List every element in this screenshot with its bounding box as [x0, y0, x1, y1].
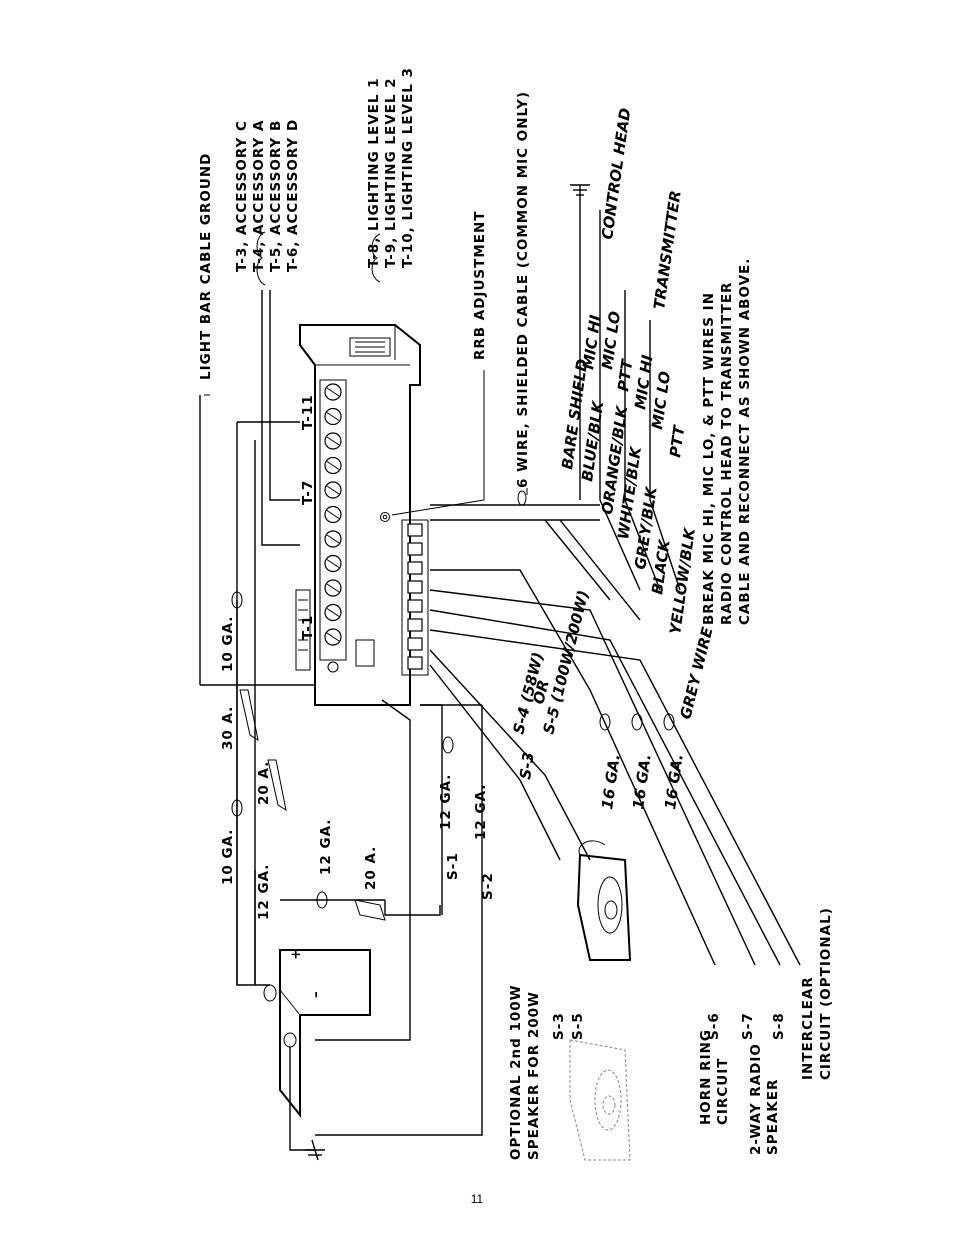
label-radio1: 2-WAY RADIO [748, 1043, 764, 1155]
label-s2: S-2 [480, 872, 496, 900]
label-12ga-c: 12 GA. [438, 774, 454, 830]
ground-stud [327, 661, 339, 673]
label-horn1: HORN RING [698, 1029, 714, 1125]
terminal-slot [326, 559, 340, 568]
block-terminal [407, 599, 423, 613]
block-terminal [407, 618, 423, 632]
block-terminal [407, 637, 423, 651]
speaker-optional [569, 1039, 631, 1161]
label-inter2: CIRCUIT (OPTIONAL) [818, 907, 834, 1080]
label-t5: T-5, ACCESSORY B [268, 120, 284, 272]
terminal-slot [326, 608, 340, 617]
terminal-slot [326, 510, 340, 519]
terminal-slot [326, 632, 340, 642]
block-terminal [407, 580, 423, 594]
label-t4: T-4, ACCESSORY A [251, 120, 267, 272]
label-t10: T-10, LIGHTING LEVEL 3 [400, 67, 416, 268]
label-opt2: SPEAKER FOR 200W [526, 991, 542, 1160]
label-20a-b: 20 A. [363, 846, 379, 890]
hand-s3: S-3 [516, 751, 538, 781]
label-t6: T-6, ACCESSORY D [285, 119, 301, 272]
terminal-slot [326, 412, 340, 421]
brackets [256, 231, 381, 286]
control-unit [295, 324, 421, 706]
terminal-slot [326, 534, 340, 544]
label-t7: T-7 [300, 480, 316, 505]
block-terminal [407, 656, 423, 670]
hand-control-head: CONTROL HEAD [598, 107, 634, 241]
fuses-connectors [231, 490, 675, 921]
wiring [199, 184, 801, 1161]
label-10ga-b: 10 GA. [220, 829, 236, 885]
block-terminal [407, 542, 423, 556]
page-number: 11 [470, 1192, 484, 1206]
label-radio2: SPEAKER [765, 1079, 781, 1155]
label-s1: S-1 [445, 852, 461, 880]
label-arrows [204, 370, 528, 516]
block-terminal [407, 523, 423, 537]
label-opt1: OPTIONAL 2nd 100W [508, 984, 524, 1160]
hand-s5: S-5 (100W/200W) [539, 588, 592, 736]
label-12ga-d: 12 GA. [473, 784, 489, 840]
battery [263, 949, 371, 1118]
label-s7: S-7 [740, 1012, 756, 1040]
label-s8: S-8 [771, 1012, 787, 1040]
relay-block [355, 639, 375, 667]
label-12ga-b: 12 GA. [318, 819, 334, 875]
label-t1: T-1 [300, 615, 316, 640]
rrb-adjust-screw-center [382, 514, 388, 520]
rrb-adjust-screw [380, 512, 390, 522]
label-plus: + [288, 948, 304, 960]
hand-16ga-b: 16 GA. [629, 753, 655, 811]
label-rrb: RRB ADJUSTMENT [472, 210, 488, 360]
label-10ga-a: 10 GA. [220, 616, 236, 672]
label-t9: T-9, LIGHTING LEVEL 2 [383, 77, 399, 268]
hand-16ga-a: 16 GA. [598, 753, 624, 811]
terminal-slot [326, 485, 340, 495]
label-minus: – [308, 990, 324, 998]
label-30a: 30 A. [220, 706, 236, 750]
label-s6: S-6 [706, 1012, 722, 1040]
label-12ga-a: 12 GA. [256, 864, 272, 920]
label-cable6: 6 WIRE, SHIELDED CABLE (COMMON MIC ONLY) [515, 91, 531, 488]
handwritten-labels: S-3 S-4 (58W) OR S-5 (100W/200W) 16 GA. … [509, 107, 716, 811]
block-terminal [407, 561, 423, 575]
label-s5-opt: S-5 [570, 1012, 586, 1040]
label-20a-a: 20 A. [256, 761, 272, 805]
hand-or: OR [529, 678, 552, 706]
hand-grey-wire: GREY WIRE [676, 625, 716, 721]
terminal-slot [326, 436, 340, 446]
label-horn2: CIRCUIT [715, 1058, 731, 1125]
label-t3: T-3, ACCESSORY C [234, 120, 250, 272]
hand-16ga-c: 16 GA. [661, 753, 687, 811]
label-t8: T-8, LIGHTING LEVEL 1 [366, 77, 382, 268]
speaker-main [576, 840, 632, 961]
terminal-strip [319, 379, 347, 661]
terminal-slot [326, 387, 340, 397]
hand-d6: PTT [666, 423, 688, 459]
hand-d3: PTT [614, 357, 636, 393]
hand-transmitter: TRANSMITTER [650, 189, 685, 310]
terminal-slot [326, 461, 340, 470]
label-break1: BREAK MIC HI, MIC LO, & PTT WIRES IN [701, 292, 717, 625]
label-ground: LIGHT BAR CABLE GROUND [198, 153, 214, 380]
terminal-slot [326, 583, 340, 593]
label-break3: CABLE AND RECONNECT AS SHOWN ABOVE. [737, 258, 753, 625]
small-terminal-block [401, 519, 429, 676]
label-t11: T-11 [300, 394, 316, 430]
text-labels: LIGHT BAR CABLE GROUND T-3, ACCESSORY C … [198, 67, 834, 1160]
label-s3-opt: S-3 [551, 1012, 567, 1040]
label-inter1: INTERCLEAR [800, 976, 816, 1080]
label-break2: RADIO CONTROL HEAD TO TRANSMITTER [719, 282, 735, 625]
